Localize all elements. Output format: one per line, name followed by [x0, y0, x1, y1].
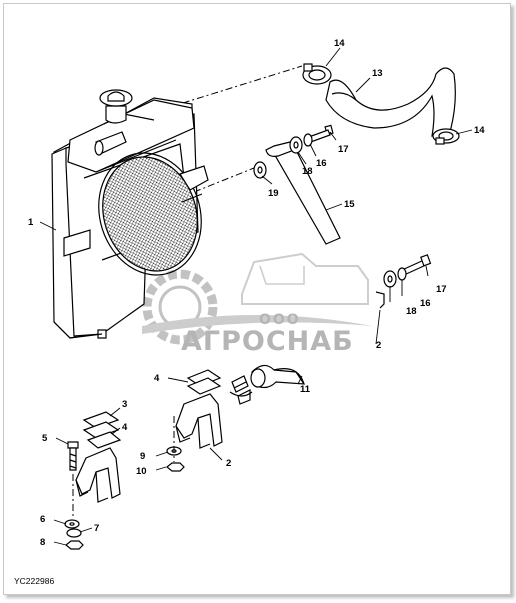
drawing-code: YC222986: [14, 576, 54, 586]
radiator-hose: [325, 67, 456, 137]
watermark-small-text: ООО: [259, 312, 301, 328]
callout-17-upper: 17: [338, 144, 349, 155]
washer-upper-18: [289, 136, 303, 154]
callout-18-upper: 18: [302, 166, 313, 177]
callout-2-bracket: 2: [226, 458, 231, 469]
support-rod: [265, 141, 385, 309]
washer-7: [66, 528, 82, 538]
callout-16-lower: 16: [420, 298, 431, 309]
callout-6: 6: [40, 514, 45, 525]
small-hose: [250, 364, 306, 389]
parts-diagram-frame: ООО АГРОСНАБ: [3, 3, 511, 595]
callout-9: 9: [140, 451, 145, 462]
bolt-lower: [401, 254, 432, 276]
parts-diagram: ООО АГРОСНАБ: [14, 38, 485, 586]
watermark-text: АГРОСНАБ: [181, 326, 354, 357]
callout-2-bracket-upper: 2: [376, 340, 381, 351]
nut-10: [166, 462, 185, 472]
bolt-5: [67, 441, 79, 471]
callout-16-upper: 16: [316, 158, 327, 169]
callout-14-top: 14: [334, 38, 345, 49]
mount-pad-left: [82, 411, 122, 449]
callout-15: 15: [344, 199, 355, 210]
nut-8: [65, 540, 84, 550]
spring-clamp: [229, 375, 253, 405]
hose-clamp-bottom: [432, 128, 460, 145]
callout-8: 8: [40, 537, 45, 548]
callout-10: 10: [136, 466, 147, 477]
callout-11: 11: [300, 384, 311, 395]
callout-13: 13: [372, 68, 383, 79]
callout-5: 5: [42, 433, 48, 444]
callout-19: 19: [268, 188, 279, 199]
mount-bracket-left: [75, 447, 121, 503]
callout-7: 7: [94, 523, 99, 534]
nut-19: [253, 161, 267, 179]
callout-1: 1: [28, 217, 34, 228]
washer-lower-18: [383, 270, 397, 288]
mount-pad-right: [186, 369, 222, 395]
callout-18-lower: 18: [406, 306, 417, 317]
hose-clamp-top: [302, 63, 332, 85]
leader-lines: [39, 47, 473, 546]
washer-upper-16: [303, 133, 313, 147]
callout-17-lower: 17: [436, 284, 447, 295]
callout-14-bottom: 14: [474, 125, 485, 136]
radiator-assembly: [51, 65, 303, 339]
watermark-logo: [142, 252, 372, 345]
washer-lower-16: [397, 267, 407, 281]
callout-4-left: 4: [122, 422, 128, 433]
mount-bracket-right: [175, 393, 223, 449]
washer-6: [64, 519, 80, 529]
callout-4-right: 4: [154, 373, 160, 384]
callout-3: 3: [122, 399, 127, 410]
